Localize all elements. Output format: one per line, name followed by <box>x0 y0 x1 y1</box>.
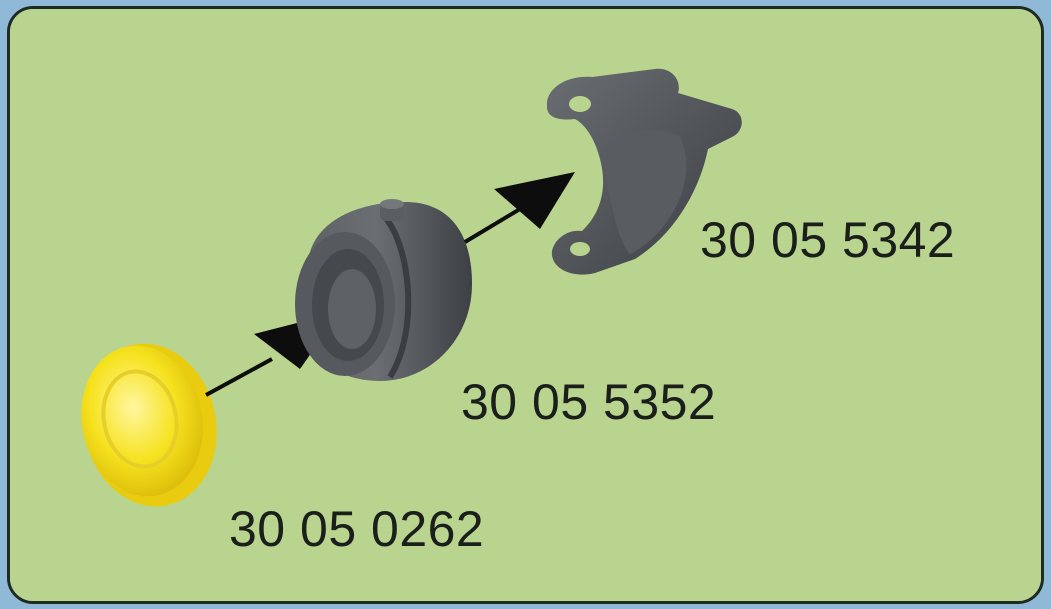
assembly-illustration <box>10 9 1041 601</box>
diagram-panel: 30 05 5342 30 05 5352 30 05 0262 <box>7 6 1044 604</box>
part-number-bracket: 30 05 5342 <box>700 211 955 269</box>
part-number-bushing: 30 05 5352 <box>461 373 716 431</box>
panel-background <box>10 9 1041 601</box>
part-number-adapter: 30 05 0262 <box>229 500 484 558</box>
